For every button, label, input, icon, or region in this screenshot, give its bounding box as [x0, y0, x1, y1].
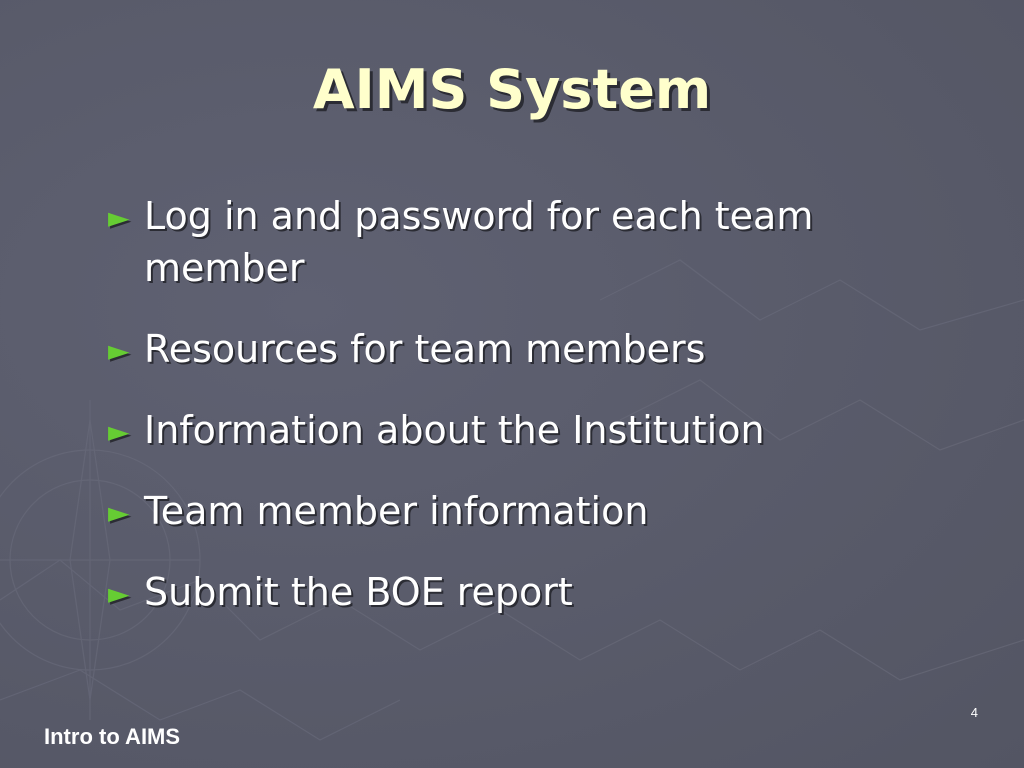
- slide-title: AIMS System: [312, 58, 712, 121]
- bullet-item: ► Team member information: [108, 485, 928, 537]
- bullet-arrow-icon: ►: [108, 496, 130, 529]
- bullet-text: Log in and password for each team member: [144, 194, 814, 290]
- bullet-text: Submit the BOE report: [144, 570, 573, 614]
- bullet-text: Resources for team members: [144, 327, 706, 371]
- bullet-text: Team member information: [144, 489, 649, 533]
- bullet-arrow-icon: ►: [108, 415, 130, 448]
- bullet-item: ► Information about the Institution: [108, 404, 928, 456]
- page-number: 4: [970, 705, 978, 720]
- bullet-list: ► Log in and password for each team memb…: [108, 190, 928, 647]
- bullet-arrow-icon: ►: [108, 334, 130, 367]
- bullet-item: ► Resources for team members: [108, 323, 928, 375]
- footer-text: Intro to AIMS: [44, 724, 181, 749]
- bullet-arrow-icon: ►: [108, 201, 130, 234]
- bullet-item: ► Log in and password for each team memb…: [108, 190, 928, 294]
- bullet-item: ► Submit the BOE report: [108, 566, 928, 618]
- bullet-text: Information about the Institution: [144, 408, 765, 452]
- bullet-arrow-icon: ►: [108, 577, 130, 610]
